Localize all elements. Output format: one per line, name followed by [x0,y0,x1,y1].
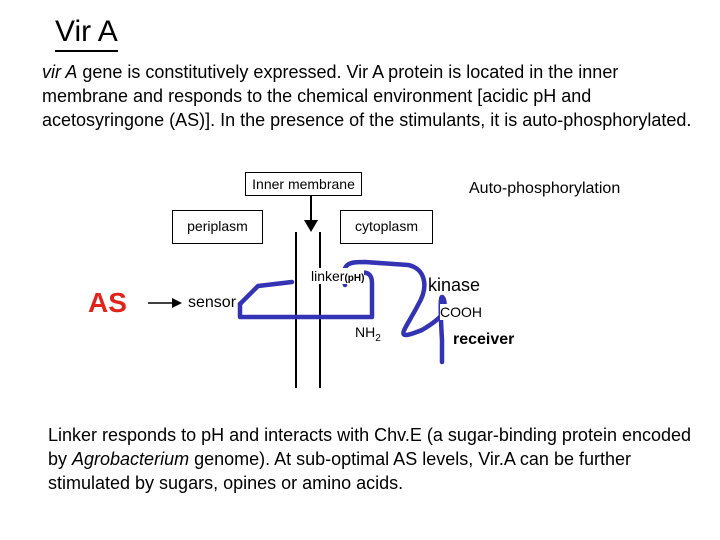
outro-paragraph: Linker responds to pH and interacts with… [48,423,698,495]
outro-text-1: Linker responds to pH and interacts with… [48,425,692,469]
cooh-label: COOH [440,304,482,320]
receiver-label: receiver [453,331,515,348]
intro-paragraph: vir A gene is constitutively expressed. … [42,60,702,132]
sensor-label: sensor [188,294,237,311]
linker-text: linker [311,268,345,284]
autophosphorylation-label: Auto-phosphorylation [469,180,621,197]
periplasm-label: periplasm [187,218,248,234]
cytoplasm-box: cytoplasm [340,210,433,244]
as-label: AS [88,287,127,318]
membrane-pointer-head [304,220,318,232]
vira-sensor-loop [237,279,295,307]
inner-membrane-label: Inner membrane [252,176,355,192]
nh2-subscript: 2 [375,332,381,344]
periplasm-box: periplasm [172,210,263,244]
vira-linker-kinase-loop [341,259,447,365]
nh2-label: NH2 [355,324,381,344]
outro-text-2: genome). At sub-optimal AS levels, Vir.A… [48,449,631,493]
nh2-text: NH [355,324,376,340]
intro-text: gene is constitutively expressed. Vir A … [42,62,692,130]
organism-name: Agrobacterium [72,449,190,469]
inner-membrane-box: Inner membrane [245,172,362,196]
page-title: Vir A [55,14,118,52]
cytoplasm-label: cytoplasm [354,218,419,234]
gene-name: vir A [42,62,78,82]
ph-text: (pH) [344,273,365,284]
kinase-label: kinase [428,275,481,295]
as-arrow-head [172,298,182,308]
linker-label: linker(pH) [311,268,365,284]
